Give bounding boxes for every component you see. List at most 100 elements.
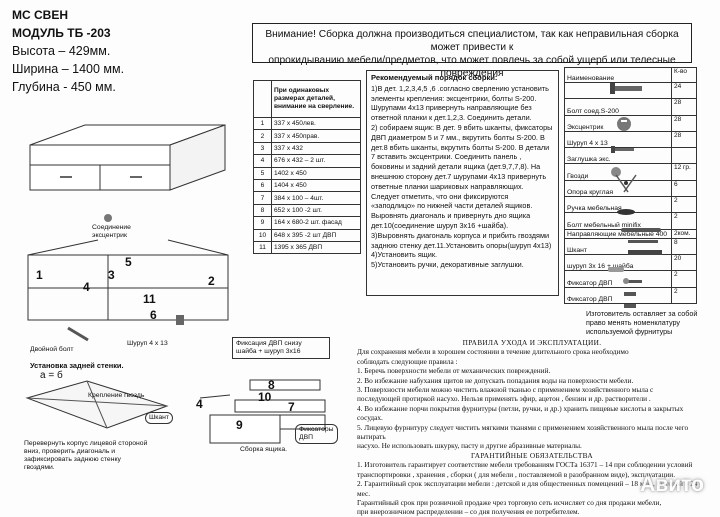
hardware-row-name: Болт соед.S-200 xyxy=(564,98,672,116)
hardware-icons xyxy=(608,83,662,308)
warranty-line: транспортировки , хранения , сборки ( дл… xyxy=(357,469,676,479)
eccentric-icon xyxy=(617,117,631,131)
hardware-row-qty: 20 xyxy=(671,253,697,272)
screw-icon xyxy=(611,146,634,153)
part-num-9: 9 xyxy=(236,418,243,432)
care-line: насухо. Не использовать шкурку, пасту и … xyxy=(357,441,582,451)
care-line: 5. Лицевую фурнитуру следует чистить мяг… xyxy=(357,422,689,442)
assembly-exploded-view xyxy=(27,214,229,342)
parts-row-num: 4 xyxy=(253,154,272,168)
dvp-fixators-label: Фиксаторы ДВП xyxy=(295,424,338,444)
parts-row-num: 9 xyxy=(253,216,272,230)
drawer-sketch xyxy=(199,379,326,444)
hardware-row-qty: 2 xyxy=(671,196,697,214)
hardware-row-qty: 28 xyxy=(671,114,697,132)
assembly-step-4: 4)Установить ящик. xyxy=(371,250,438,260)
parts-row-size: 164 х 680-2 шт. фасад xyxy=(271,216,361,230)
part-num-8: 8 xyxy=(268,378,275,392)
back-wall-title: Установка задней стенки. xyxy=(30,361,124,370)
hardware-row-qty: 2 xyxy=(671,286,697,304)
part-num-7: 7 xyxy=(288,400,295,414)
hardware-row-qty: 24 xyxy=(671,81,697,100)
parts-header: При одинаковых размерах деталей, внимани… xyxy=(271,80,361,118)
warranty-line: Гарантийный срок при розничной продаже ч… xyxy=(357,497,662,507)
cabinet-front-sketch xyxy=(29,124,226,191)
part-num-10: 10 xyxy=(258,390,272,404)
eccentric-label: Соединение эксцентрик xyxy=(92,224,131,239)
parts-row-num: 6 xyxy=(253,178,272,193)
fixator-icon-2 xyxy=(624,304,636,308)
cap-icon xyxy=(611,167,621,177)
care-line: соблюдать следующие правила : xyxy=(357,356,458,366)
part-num-3: 3 xyxy=(108,268,115,282)
rail-icon xyxy=(628,250,662,255)
parts-row-size: 652 х 100 -2 шт. xyxy=(271,203,361,218)
parts-row: 2 337 х 450прав. xyxy=(253,129,361,143)
care-line: 1. Беречь поверхности мебели от механиче… xyxy=(357,366,551,376)
depth-spec: Глубина - 450 мм. xyxy=(12,80,116,94)
screw-detail-icon xyxy=(176,315,184,325)
warning-line-1: Внимание! Сборка должна производиться сп… xyxy=(265,29,679,53)
hardware-row-qty: 2 xyxy=(671,212,697,230)
part-num-1: 1 xyxy=(36,268,43,282)
dowel-icon xyxy=(608,267,624,272)
warranty-line: 1. Изготовитель гарантирует соответствие… xyxy=(357,460,693,470)
series-name: МС СВЕН xyxy=(12,8,68,22)
care-line: 4. Во избежание порчи покрытия фурнитуры… xyxy=(357,403,684,423)
assembly-instructions: Рекомендуемый порядок сборки: 1)В дет. 1… xyxy=(366,70,559,296)
watermark-logo: Авито xyxy=(640,473,704,496)
warning-line-2: опрокидыванию мебели/предметов, что може… xyxy=(268,55,676,79)
part-num-5: 5 xyxy=(125,255,132,269)
assembly-step-1: 1)В дет. 1,2,3,4,5 ,6 .согласно сверлени… xyxy=(371,83,549,123)
hardware-row-qty: 2ком. xyxy=(671,228,697,239)
turn-note: Перевернуть корпус лицевой стороной вниз… xyxy=(24,440,148,471)
assembly-title: Рекомендуемый порядок сборки: xyxy=(371,73,498,82)
hardware-note: Изготовитель оставляет за собой право ме… xyxy=(586,309,698,336)
foot-icon xyxy=(617,209,635,215)
parts-row-size: 337 х 450лев. xyxy=(271,116,361,131)
assembly-step-2: 2) собираем ящик: В дет. 9 вбить шканты,… xyxy=(371,122,553,230)
parts-row-size: 384 х 100 – 4шт. xyxy=(271,191,361,205)
hardware-row-qty: 8 xyxy=(671,237,697,255)
care-line: последующей протиркой насухо. Нельзя при… xyxy=(357,394,651,404)
warranty-line: при внерозничном распределении – со дня … xyxy=(357,507,580,517)
assembly-step-5: 5)Установить ручки, декоративные заглушк… xyxy=(371,260,524,270)
diagonal-equal: а = б xyxy=(40,370,63,381)
handle-icon xyxy=(621,228,661,232)
nail-icon xyxy=(615,174,637,193)
bolt-icon xyxy=(610,83,642,94)
parts-row-num: 2 xyxy=(253,129,272,143)
parts-row-size: 1404 х 450 xyxy=(271,178,361,193)
parts-row-num: 5 xyxy=(253,166,272,180)
warranty-title: ГАРАНТИЙНЫЕ ОБЯЗАТЕЛЬСТВА xyxy=(471,450,593,460)
parts-row-size: 648 х 395 -2 шт ДВП xyxy=(271,228,361,242)
double-bolt-icon xyxy=(67,326,89,342)
part-num-6: 6 xyxy=(150,308,157,322)
screw-label: Шуруп 4 х 13 xyxy=(127,340,168,347)
part-num-11: 11 xyxy=(143,292,156,306)
hardware-head-qty: К-во xyxy=(671,67,697,83)
double-bolt-label: Двойной болт xyxy=(30,346,74,353)
parts-row-num: 1 xyxy=(253,116,272,131)
assembly-step-3: 3)Выровнять диагональ корпуса и прибить … xyxy=(371,230,552,250)
hardware-row-qty: 2 xyxy=(671,270,697,288)
warranty-line: 2. Гарантийный срок эксплуатации мебели … xyxy=(357,479,698,498)
parts-row-num: 10 xyxy=(253,228,272,242)
parts-row-num: 11 xyxy=(253,240,272,255)
care-line: 3. Поверхности мебели можно чистить влаж… xyxy=(357,385,654,395)
parts-row-num: 8 xyxy=(253,203,272,218)
care-line: 2. Во избежание набухания щитов не допус… xyxy=(357,375,634,385)
parts-row-size: 1402 х 450 xyxy=(271,166,361,180)
part-num-2: 2 xyxy=(208,274,215,288)
